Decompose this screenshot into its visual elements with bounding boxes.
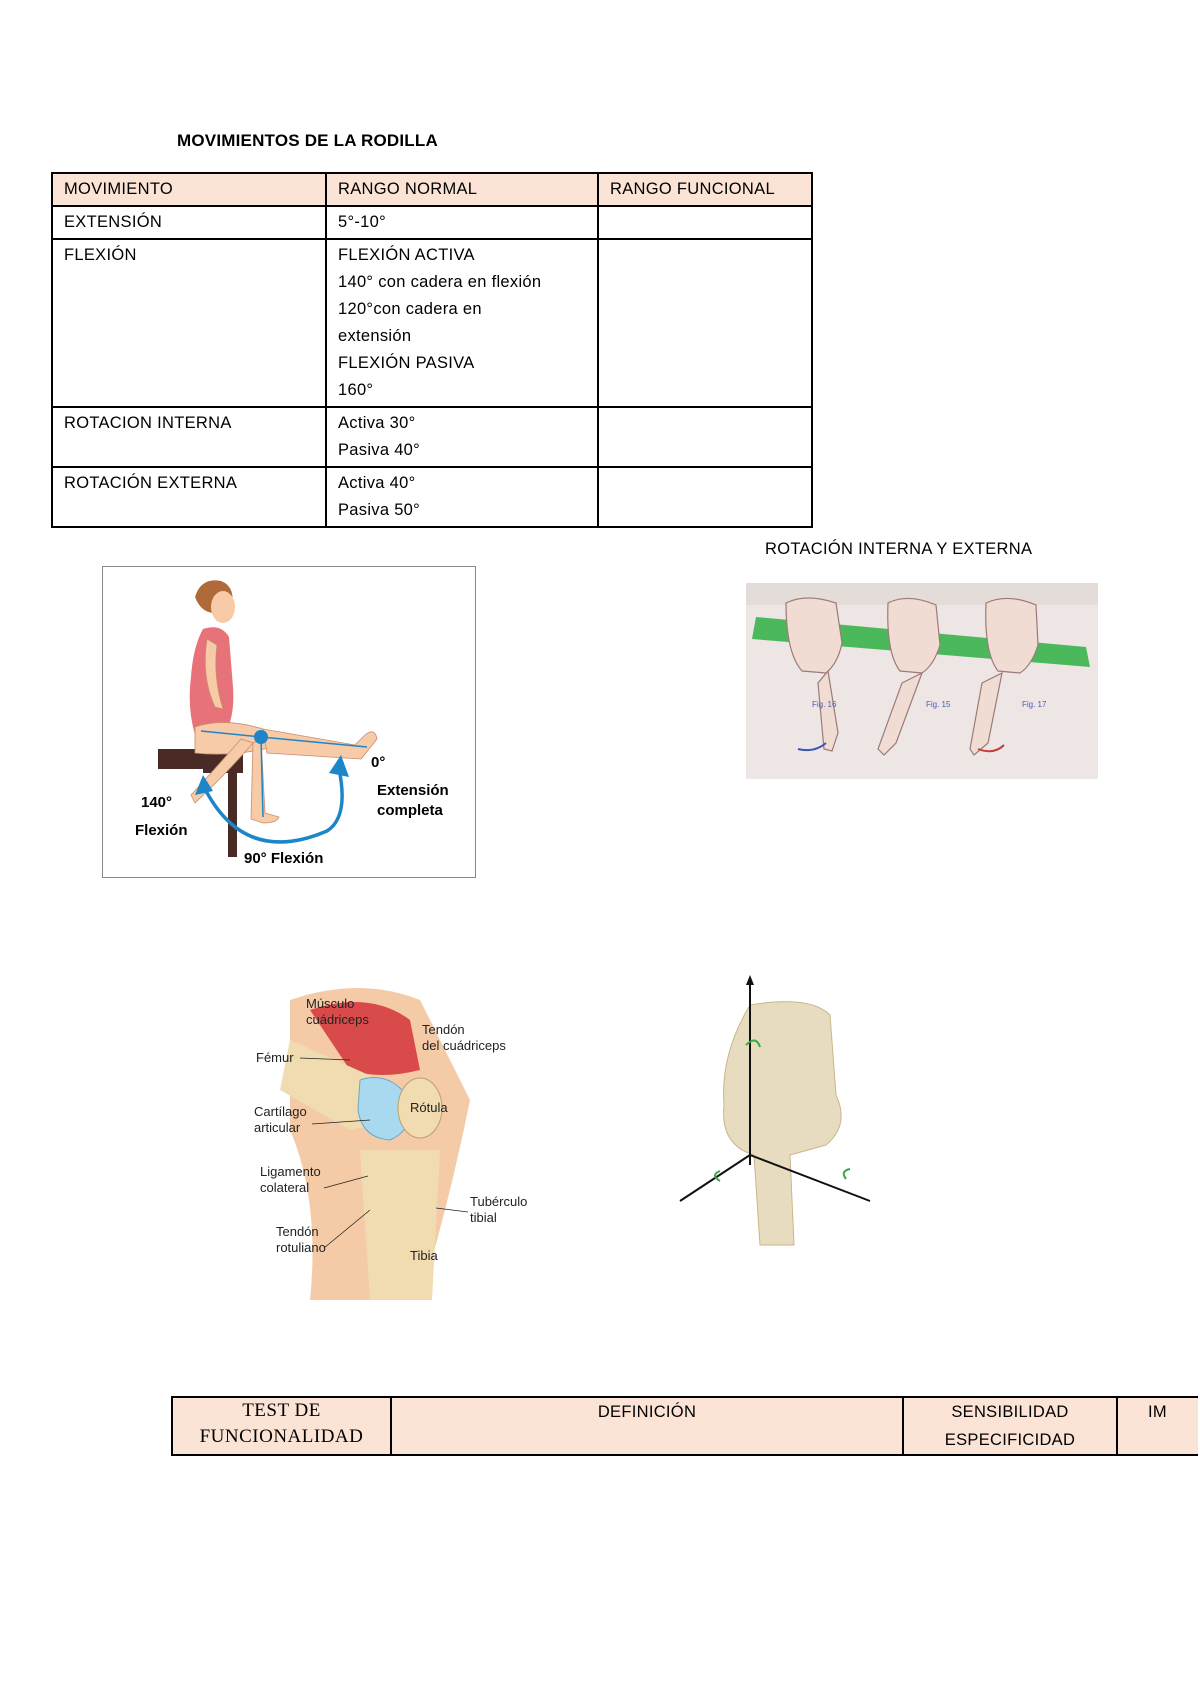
label-femur: Fémur: [256, 1050, 294, 1065]
label-rotula: Rótula: [410, 1100, 448, 1115]
flexion-extension-rotation-icon: [842, 1168, 851, 1180]
table-row: ROTACION INTERNA Activa 30° Pasiva 40°: [51, 406, 813, 468]
femur-axis: [200, 730, 262, 738]
bench-seat: [158, 749, 206, 769]
fig-label-15: Fig. 15: [926, 700, 951, 709]
header-definicion: DEFINICIÓN: [390, 1396, 904, 1456]
table-header-row: TEST DE FUNCIONALIDAD DEFINICIÓN SENSIBI…: [171, 1396, 1198, 1456]
label-ligamento: Ligamento: [260, 1164, 321, 1179]
rotation-caption: ROTACIÓN INTERNA Y EXTERNA: [765, 540, 1033, 558]
extended-leg: [262, 728, 378, 760]
functional-range-cell: [597, 406, 813, 468]
range-line: FLEXIÓN PASIVA: [338, 354, 475, 372]
knee-axes-illustration: [679, 975, 871, 1246]
header-line: ESPECIFICIDAD: [944, 1431, 1076, 1449]
rotation-illustration: Fig. 16 Fig. 15 Fig. 17: [746, 583, 1098, 779]
movement-cell: EXTENSIÓN: [51, 205, 327, 240]
header-line: IM: [1148, 1403, 1167, 1421]
functional-range-cell: [597, 238, 813, 408]
header-movimiento: MOVIMIENTO: [51, 172, 327, 207]
movement-cell: FLEXIÓN: [51, 238, 327, 408]
range-line: FLEXIÓN ACTIVA: [338, 246, 475, 264]
label-articular: articular: [254, 1120, 301, 1135]
normal-range-cell: Activa 40° Pasiva 50°: [325, 466, 599, 528]
range-line: Activa 30°: [338, 414, 416, 432]
range-line: Pasiva 40°: [338, 441, 421, 459]
normal-range-cell: FLEXIÓN ACTIVA 140° con cadera en flexió…: [325, 238, 599, 408]
knee-anatomy-illustration: Músculo cuádriceps Tendón del cuádriceps…: [254, 988, 527, 1300]
header-rango-normal: RANGO NORMAL: [325, 172, 599, 207]
normal-range-cell: Activa 30° Pasiva 40°: [325, 406, 599, 468]
label-0-deg: 0°: [371, 754, 385, 771]
movement-cell: ROTACION INTERNA: [51, 406, 327, 468]
header-line: FUNCIONALIDAD: [199, 1426, 364, 1447]
table-header-row: MOVIMIENTO RANGO NORMAL RANGO FUNCIONAL: [51, 172, 813, 207]
functional-range-cell: [597, 466, 813, 528]
knee-anatomy-figure: Músculo cuádriceps Tendón del cuádriceps…: [250, 980, 550, 1300]
head: [211, 591, 235, 623]
range-line: extensión: [338, 327, 412, 345]
label-cartilago: Cartílago: [254, 1104, 307, 1119]
label-flexion: Flexión: [135, 822, 188, 839]
knee-axes-figure: [650, 975, 930, 1265]
header-test-funcionalidad: TEST DE FUNCIONALIDAD: [171, 1396, 392, 1456]
range-line: 120°con cadera en: [338, 300, 482, 318]
table-row: EXTENSIÓN 5°-10°: [51, 205, 813, 240]
label-tuberculo: Tubérculo: [470, 1194, 527, 1209]
header-rango-funcional: RANGO FUNCIONAL: [597, 172, 813, 207]
varus-valgus-rotation-icon: [714, 1170, 721, 1182]
lateral-axis: [749, 1154, 871, 1202]
label-tibia: Tibia: [410, 1248, 438, 1263]
internal-external-rotation-icon: [745, 1039, 761, 1048]
functional-tests-table: TEST DE FUNCIONALIDAD DEFINICIÓN SENSIBI…: [171, 1396, 1198, 1456]
knee-joint: [254, 730, 268, 744]
movement-cell: ROTACIÓN EXTERNA: [51, 466, 327, 528]
functional-range-cell: [597, 205, 813, 240]
label-90-flexion: 90° Flexión: [244, 850, 323, 867]
header-sensibilidad-especificidad: SENSIBILIDAD ESPECIFICIDAD: [902, 1396, 1118, 1456]
label-tibial: tibial: [470, 1210, 497, 1225]
fig-label-16: Fig. 16: [812, 700, 837, 709]
label-cuadriceps: cuádriceps: [306, 1012, 369, 1027]
label-rotuliano: rotuliano: [276, 1240, 326, 1255]
fig-label-17: Fig. 17: [1022, 700, 1047, 709]
knee-bones: [723, 1001, 842, 1246]
range-line: 160°: [338, 381, 374, 399]
normal-range-cell: 5°-10°: [325, 205, 599, 240]
header-truncated: IM: [1116, 1396, 1198, 1456]
table-row: ROTACIÓN EXTERNA Activa 40° Pasiva 50°: [51, 466, 813, 528]
label-extension: Extensión: [377, 782, 449, 799]
patella: [397, 1077, 443, 1139]
flexed-leg: [250, 738, 280, 824]
page-title: MOVIMIENTOS DE LA RODILLA: [177, 131, 438, 150]
quadriceps-muscle: [310, 1002, 420, 1075]
tibia-bone: [360, 1150, 440, 1300]
knee-flexion-figure: 0° Extensión completa 140° Flexión 90° F…: [102, 566, 476, 878]
range-line: Activa 40°: [338, 474, 416, 492]
label-tendon-r: Tendón: [276, 1224, 319, 1239]
range-arc: [201, 768, 344, 844]
header-line: TEST DE: [242, 1400, 321, 1421]
header-line: DEFINICIÓN: [597, 1403, 697, 1421]
label-colateral: colateral: [260, 1180, 309, 1195]
range-line: Pasiva 50°: [338, 501, 421, 519]
knee-flexion-illustration: 0° Extensión completa 140° Flexión 90° F…: [135, 580, 449, 867]
label-tendon-q: Tendón: [422, 1022, 465, 1037]
label-del-cuadriceps: del cuádriceps: [422, 1038, 506, 1053]
header-line: SENSIBILIDAD: [951, 1403, 1069, 1421]
arc-arrowhead-icon: [329, 755, 349, 777]
bench-leg: [228, 767, 237, 857]
table-row: FLEXIÓN FLEXIÓN ACTIVA 140° con cadera e…: [51, 238, 813, 408]
label-musculo: Músculo: [306, 996, 354, 1011]
range-line: 5°-10°: [338, 213, 387, 231]
label-140-deg: 140°: [141, 794, 172, 811]
label-completa: completa: [377, 802, 444, 819]
knee-rom-table: MOVIMIENTO RANGO NORMAL RANGO FUNCIONAL …: [51, 172, 813, 528]
tibia-axis: [260, 736, 368, 748]
arm: [204, 638, 224, 710]
range-line: 140° con cadera en flexión: [338, 273, 542, 291]
rotation-photo: Fig. 16 Fig. 15 Fig. 17: [746, 583, 1098, 779]
